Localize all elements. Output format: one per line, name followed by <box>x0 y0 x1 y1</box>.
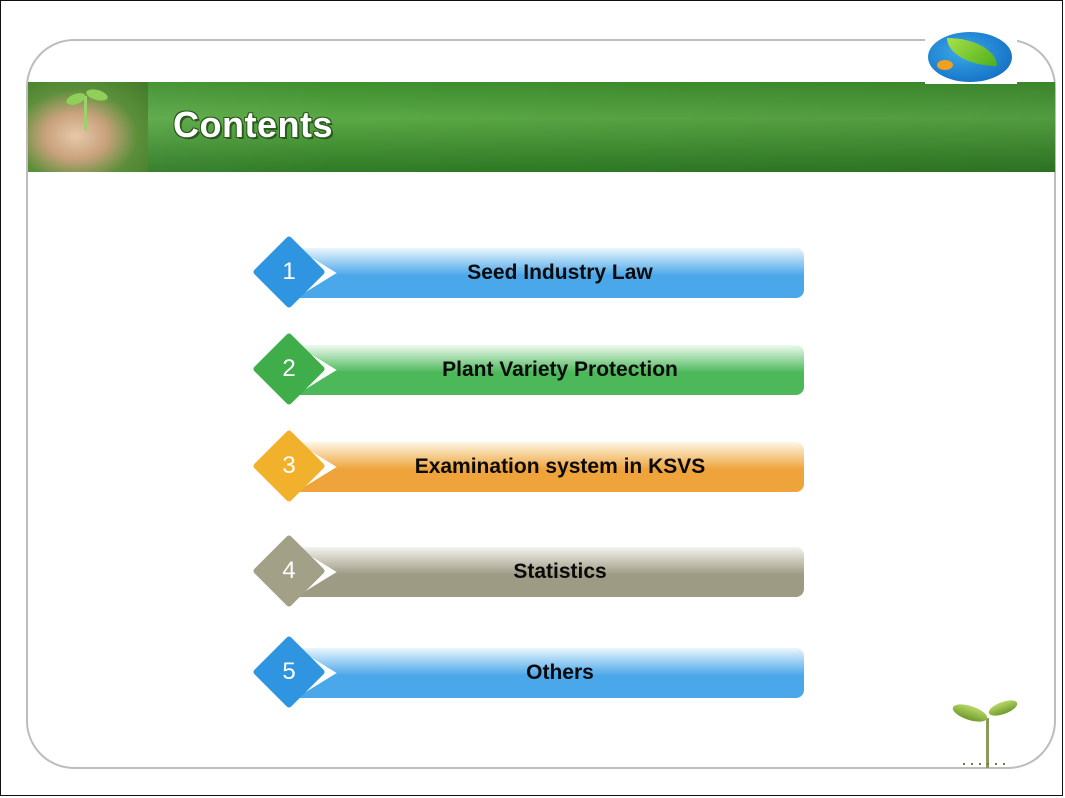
toc-number: 2 <box>282 355 296 382</box>
toc-item-2[interactable]: Plant Variety Protection 2 <box>252 332 808 406</box>
leaf-logo-icon <box>925 30 1017 84</box>
toc-item-4[interactable]: Statistics 4 <box>252 534 808 608</box>
toc-number: 1 <box>282 258 296 285</box>
toc-bar <box>296 345 804 395</box>
toc-item-1[interactable]: Seed Industry Law 1 <box>252 235 808 309</box>
slide-title: Contents <box>173 104 333 145</box>
toc-number: 5 <box>282 658 296 685</box>
hands-with-sprout-icon <box>28 82 148 172</box>
sprout-icon <box>986 718 989 768</box>
logo-seed <box>937 60 953 70</box>
toc-item-5[interactable]: Others 5 <box>252 635 808 709</box>
title-banner: Contents <box>28 82 1055 172</box>
toc-label: Plant Variety Protection <box>442 358 678 381</box>
banner-texture <box>28 82 1055 172</box>
sprout-leaf-right <box>85 87 109 103</box>
toc-number: 4 <box>282 557 296 584</box>
toc-label: Statistics <box>513 560 607 583</box>
toc-bar <box>296 547 804 597</box>
toc-bar <box>296 648 804 698</box>
sprout-stem <box>84 96 87 130</box>
toc-item-3[interactable]: Examination system in KSVS 3 <box>252 429 808 503</box>
toc-label: Examination system in KSVS <box>414 455 706 478</box>
toc-bar <box>296 442 804 492</box>
toc-bar <box>296 248 804 298</box>
toc-label: Others <box>526 661 594 684</box>
soil <box>960 760 1010 770</box>
toc-label: Seed Industry Law <box>467 261 653 284</box>
toc-number: 3 <box>282 452 296 479</box>
